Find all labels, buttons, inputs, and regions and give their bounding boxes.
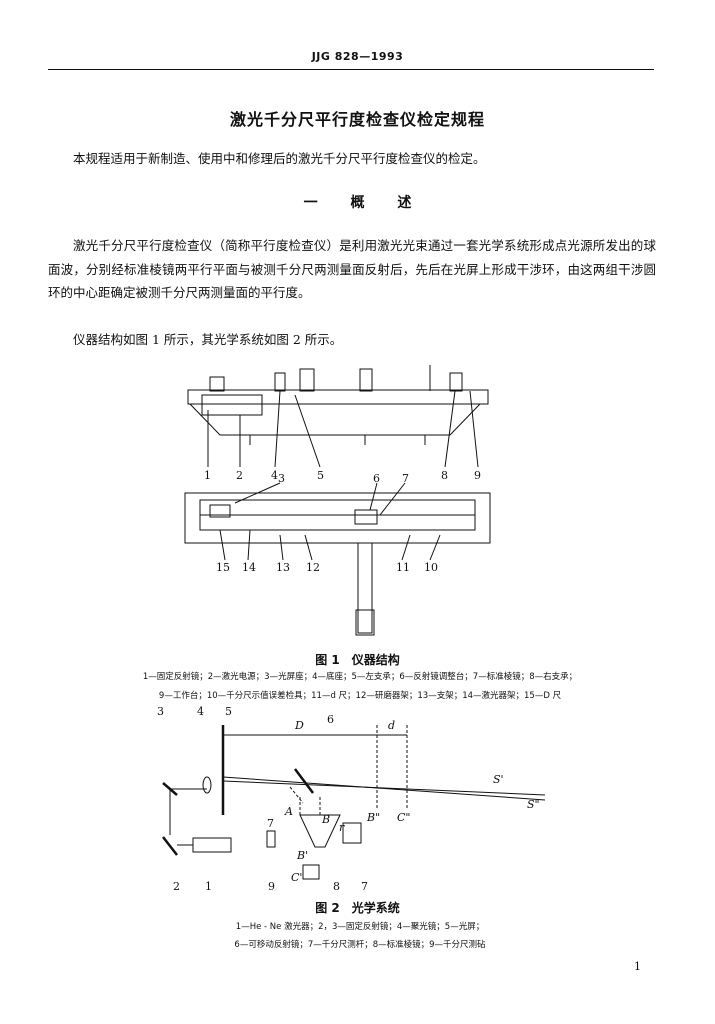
he-ne-laser: [192, 837, 232, 853]
plan-callout-11: 11: [396, 561, 410, 574]
screen-holder: [274, 372, 286, 392]
movable-mirror: [294, 768, 314, 794]
figure2-legend-line1: 1—He - Ne 激光器；2，3—固定反射镜；4—聚光镜；5—光屏；: [235, 922, 485, 932]
section-heading: 一 概 述: [303, 195, 412, 211]
label-r: r: [339, 821, 345, 834]
plan-callout-10: 10: [424, 561, 438, 574]
micrometer-spindle: [342, 822, 362, 844]
fig2-callout-1: 1: [205, 880, 212, 893]
label-B1: B': [296, 849, 308, 862]
fig2-callout-3: 3: [157, 705, 164, 718]
micrometer-anvil: [266, 830, 276, 848]
plan-callout-7: 7: [402, 472, 409, 485]
label-B2: B": [366, 811, 380, 824]
fig2-callout-7b: 7: [361, 880, 368, 893]
plan-callout-3: 3: [278, 472, 285, 485]
plan-arm: [357, 542, 373, 634]
laser-power-box: [201, 394, 263, 416]
label-C1: C': [291, 871, 302, 884]
fixed-mirror-2: [162, 836, 178, 856]
condenser-lens: [202, 776, 212, 794]
laser-holder: [209, 504, 231, 518]
fig2-callout-2: 2: [173, 880, 180, 893]
center-post: [359, 368, 373, 392]
header-rule: [48, 69, 654, 70]
plan-base: [184, 492, 491, 544]
fig2-callout-8: 8: [333, 880, 340, 893]
label-B: B: [321, 813, 330, 826]
page-header: JJG 828—1993: [311, 50, 404, 63]
left-support: [299, 368, 315, 392]
document-title: 激光千分尺平行度检查仪检定规程: [229, 110, 485, 129]
page-number: 1: [634, 960, 641, 973]
label-C2: C": [397, 811, 410, 824]
prism-stage: [354, 509, 378, 525]
fixed-mirror: [209, 376, 225, 392]
fig2-callout-4: 4: [197, 705, 204, 718]
figure-reference-paragraph: 仪器结构如图 1 所示，其光学系统如图 2 所示。: [73, 332, 343, 347]
figure1-legend-line1: 1—固定反射镜；2—激光电源；3—光屏座；4—底座；5—左支承；6—反射镜调整台…: [142, 672, 578, 682]
callout-2: 2: [236, 469, 243, 482]
figure1-structure-drawing: 1 2 4 3 5 8 9 3 6 7 15 14 13 12 11 10: [184, 365, 491, 636]
prism-reflection: [302, 864, 320, 880]
figure2-optical-drawing: D d S' S" A B B' B" C' C" r 3 4 5 6 7 9 …: [157, 705, 546, 893]
label-S1: S': [493, 773, 504, 786]
figure2-legend-line2: 6—可移动反射镜；7—千分尺测杆；8—标准棱镜；9—千分尺测砧: [234, 940, 486, 950]
base-body: [189, 403, 481, 436]
label-D: D: [294, 719, 304, 732]
plan-callout-6: 6: [373, 472, 380, 485]
plan-callout-12: 12: [306, 561, 320, 574]
label-d: d: [388, 719, 395, 732]
fig2-callout-9: 9: [268, 880, 275, 893]
callout-8: 8: [441, 469, 448, 482]
figure2-caption: 图 2 光学系统: [315, 901, 400, 915]
figure1-caption: 图 1 仪器结构: [315, 653, 400, 667]
callout-1: 1: [204, 469, 211, 482]
callout-4: 4: [271, 469, 278, 482]
fig2-callout-6: 6: [327, 713, 334, 726]
plan-callout-13: 13: [276, 561, 290, 574]
right-support: [449, 372, 463, 392]
base-rail: [187, 389, 489, 405]
scope-paragraph: 本规程适用于新制造、使用中和修理后的激光千分尺平行度检查仪的检定。: [73, 151, 486, 166]
callout-9: 9: [474, 469, 481, 482]
overview-paragraph: 激光千分尺平行度检查仪（简称平行度检查仪）是利用激光光束通过一套光学系统形成点光…: [48, 238, 656, 300]
fig2-callout-7a: 7: [267, 817, 274, 830]
label-S2: S": [527, 798, 540, 811]
label-A: A: [284, 805, 293, 818]
fig2-callout-5: 5: [225, 705, 232, 718]
figure1-legend-line2: 9—工作台；10—千分尺示值误差检具；11—d 尺；12—研磨器架；13—支架；…: [158, 691, 562, 701]
standard-prism: [299, 814, 341, 848]
arm-end: [355, 609, 375, 636]
plan-callout-15: 15: [216, 561, 230, 574]
callout-5: 5: [317, 469, 324, 482]
plan-callout-14: 14: [242, 561, 256, 574]
